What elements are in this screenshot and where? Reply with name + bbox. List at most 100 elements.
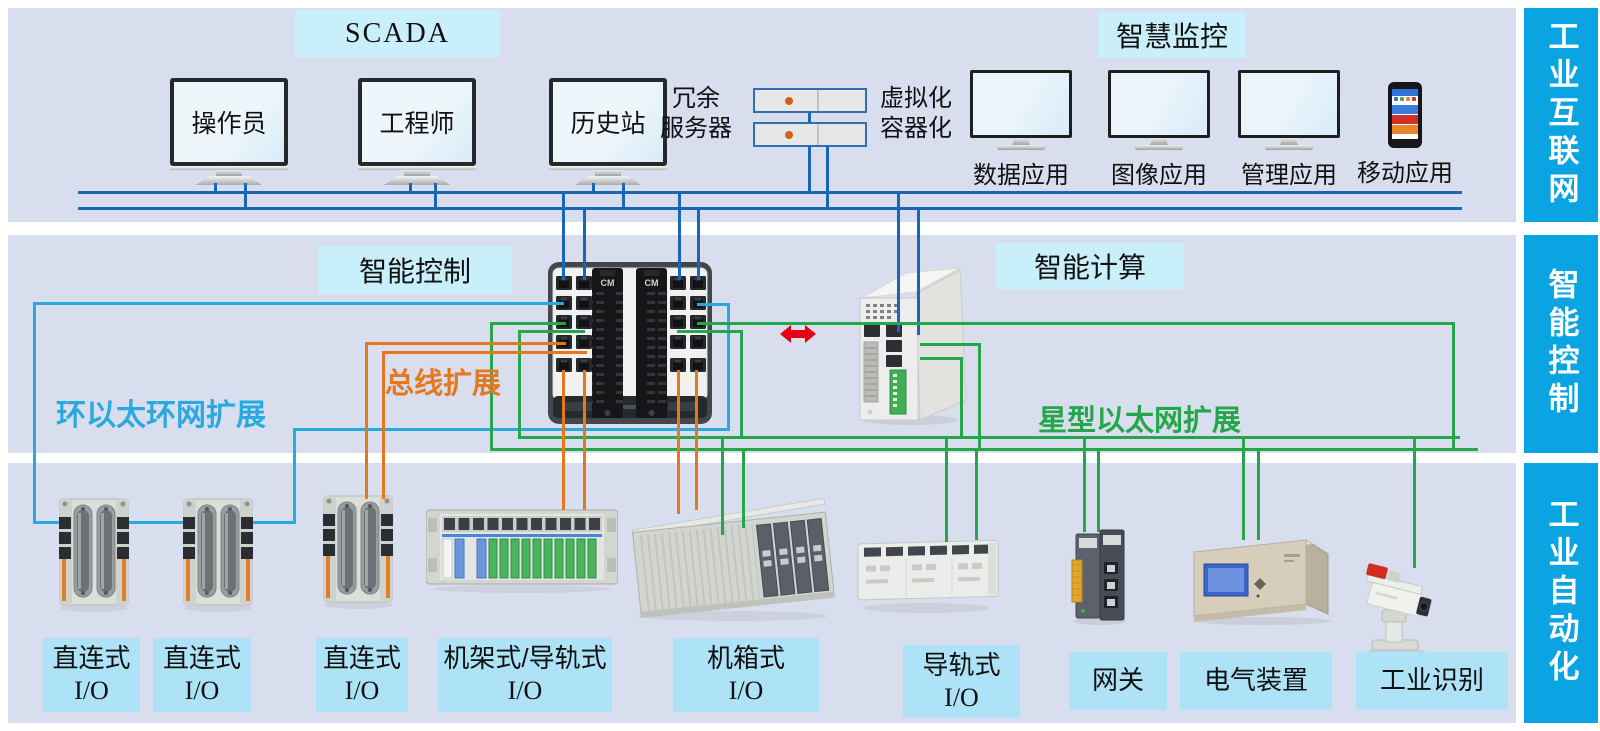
network-link	[622, 183, 625, 207]
phone-row-blue	[1392, 105, 1418, 114]
device-label-io: I/O	[944, 682, 979, 712]
bus-link	[382, 351, 385, 499]
device-label-name: 直连式	[52, 643, 131, 674]
device-label-io: I/O	[344, 676, 380, 705]
device-label-direct-io-1: 直连式 I/O	[43, 638, 140, 712]
management-application-monitor: 管理应用	[1238, 70, 1340, 190]
network-link	[897, 191, 900, 332]
redundant-server-label: 冗余 服务器	[648, 84, 744, 144]
star-link	[920, 343, 981, 346]
star-link	[490, 322, 493, 451]
ring-link	[33, 302, 36, 524]
ethernet-bus-line-1	[78, 191, 1462, 194]
bus-link	[677, 370, 680, 514]
star-link	[1257, 448, 1260, 540]
device-label-name: 机架式/导轨式	[443, 643, 607, 674]
zone-intelligent-control	[8, 235, 1516, 453]
ring-ethernet-expansion-label: 环以太环网扩展	[56, 399, 266, 432]
star-link	[518, 330, 521, 436]
star-link	[742, 448, 745, 528]
monitor-stand	[1012, 138, 1030, 145]
industrial-camera-device	[1344, 550, 1444, 661]
monitor-stand	[216, 170, 242, 176]
star-ethernet-expansion-label: 星型以太网扩展	[1038, 405, 1242, 437]
star-link	[1242, 436, 1245, 540]
monitor-label: 操作员	[191, 110, 267, 138]
monitor-chin	[170, 166, 288, 170]
device-label-direct-io-2: 直连式 I/O	[153, 638, 251, 712]
star-link	[490, 322, 566, 325]
ethernet-bus-line-2	[78, 207, 1462, 210]
monitor-screen: 操作员	[170, 78, 288, 166]
scada-title-box: SCADA	[295, 10, 500, 57]
ring-link	[727, 303, 730, 429]
redundant-server-label-line1: 冗余	[672, 85, 720, 112]
device-label-io: I/O	[184, 676, 220, 705]
phone-row-red	[1392, 115, 1418, 124]
operator-station-monitor: 操作员	[170, 78, 288, 185]
network-link	[409, 183, 412, 191]
device-label-name: 工业识别	[1379, 665, 1484, 696]
server-led	[785, 130, 793, 139]
monitor-base	[384, 176, 450, 185]
star-link	[920, 357, 963, 360]
engineer-station-monitor: 工程师	[358, 78, 476, 185]
image-application-monitor: 图像应用	[1108, 70, 1210, 190]
sidebar-label-industrial-automation: 工业自动化	[1524, 463, 1598, 723]
ring-link	[33, 521, 296, 524]
application-label: 移动应用	[1357, 160, 1453, 187]
network-link	[583, 207, 586, 280]
ring-link	[293, 428, 296, 523]
device-label-rack-io: 机架式/导轨式 I/O	[438, 638, 612, 712]
device-label-name: 机箱式	[706, 643, 785, 674]
device-label-name: 直连式	[162, 643, 241, 674]
virtualization-label-line1: 虚拟化	[880, 85, 952, 112]
network-link	[678, 191, 681, 280]
star-bus-line-2	[490, 448, 1478, 451]
network-link	[808, 112, 811, 191]
star-link	[721, 436, 724, 535]
monitor-base	[1265, 145, 1313, 150]
monitor-chin	[549, 166, 667, 170]
smart-monitoring-title-box: 智慧监控	[1098, 12, 1246, 58]
ring-link	[293, 428, 730, 431]
star-link	[677, 330, 743, 333]
server-divider	[817, 124, 819, 145]
sidebar-label-text: 智能控制	[1543, 268, 1579, 420]
star-link	[1097, 448, 1100, 532]
monitor-screen	[1238, 70, 1340, 138]
star-link	[1452, 322, 1455, 451]
phone-icon-row	[1392, 96, 1418, 104]
network-link	[244, 183, 247, 207]
application-label: 管理应用	[1241, 162, 1337, 189]
network-link	[917, 207, 920, 335]
device-label-io: I/O	[74, 676, 109, 705]
direct-io-device-3	[322, 494, 394, 615]
rail-io-device	[856, 536, 1002, 619]
history-station-monitor: 历史站	[549, 78, 667, 185]
monitor-chin	[358, 166, 476, 170]
monitor-stand	[595, 170, 621, 176]
bus-link	[562, 370, 565, 510]
device-label-electrical: 电气装置	[1180, 652, 1332, 710]
ring-link	[697, 303, 727, 306]
monitor-base	[1135, 145, 1183, 150]
device-label-io: I/O	[507, 676, 543, 705]
device-label-io: I/O	[728, 676, 764, 705]
virtualization-label-line2: 容器化	[880, 115, 952, 142]
star-link	[975, 448, 978, 540]
intelligent-control-title-box: 智能控制	[318, 246, 512, 294]
device-label-industrial-id: 工业识别	[1356, 652, 1508, 710]
sidebar-label-intelligent-control: 智能控制	[1524, 235, 1598, 453]
phone-screen	[1392, 89, 1418, 139]
bus-link	[583, 370, 586, 510]
network-link	[562, 191, 565, 280]
device-label-chassis-io: 机箱式 I/O	[673, 638, 819, 712]
star-link	[978, 343, 981, 451]
electrical-device	[1188, 532, 1338, 631]
network-link	[214, 183, 217, 191]
star-link	[518, 330, 585, 333]
monitor-screen	[970, 70, 1072, 138]
exchange-arrow-icon	[778, 322, 818, 351]
